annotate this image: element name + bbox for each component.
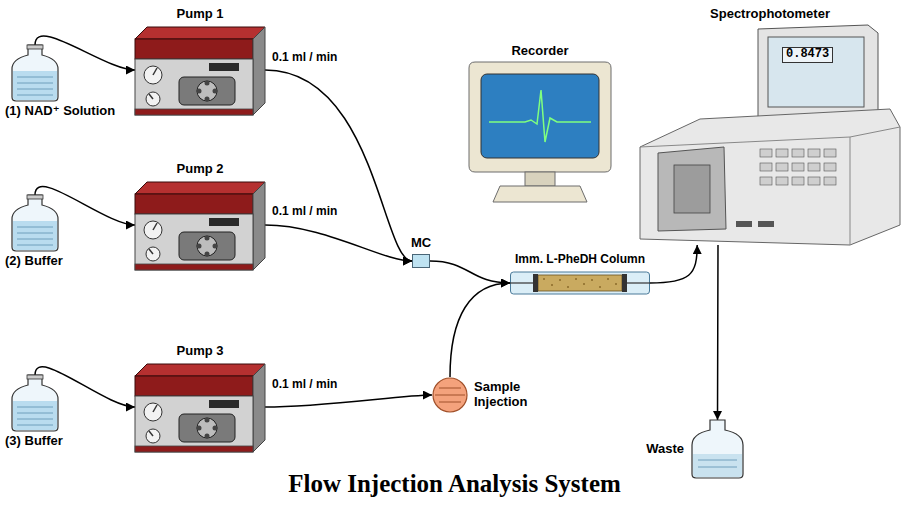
recorder-label: Recorder <box>511 44 568 59</box>
flow-rate-label: 0.1 ml / min <box>270 50 339 64</box>
bottle-drawing <box>10 45 60 101</box>
spectrophotometer: Spectrophotometer0.8473 <box>640 25 900 245</box>
mixer-label: MC <box>411 236 431 251</box>
pump-drawing <box>135 25 265 115</box>
peristaltic-pump: Pump 3 <box>135 362 265 452</box>
mc-drawing <box>412 254 430 268</box>
column-drawing <box>510 270 650 296</box>
injection-valve: Sample Injection <box>432 377 468 413</box>
pump-label: Pump 2 <box>177 162 224 177</box>
flow-tube <box>265 395 432 407</box>
waste-label: Waste <box>646 442 684 457</box>
peristaltic-pump: Pump 2 <box>135 180 265 270</box>
buffer-bottle: (2) Buffer <box>10 195 60 251</box>
peristaltic-pump: Pump 1 <box>135 25 265 115</box>
flow-tube <box>430 261 510 283</box>
bottle-label: (3) Buffer <box>5 434 63 449</box>
flow-tube <box>450 283 510 377</box>
flow-rate-label: 0.1 ml / min <box>270 204 339 218</box>
injector-label: Sample Injection <box>474 380 544 410</box>
flow-tube <box>717 245 719 420</box>
flow-tube <box>650 245 697 283</box>
flow-rate-label: 0.1 ml / min <box>270 377 339 391</box>
column-label: Imm. L-PheDH Column <box>515 253 645 267</box>
pump-drawing <box>135 180 265 270</box>
diagram-title: Flow Injection Analysis System <box>0 470 909 498</box>
recorder-drawing <box>465 62 615 207</box>
pump-label: Pump 1 <box>177 7 224 22</box>
recorder-monitor: Recorder <box>465 62 615 207</box>
buffer-bottle: (3) Buffer <box>10 375 60 431</box>
display-reading: 0.8473 <box>782 47 833 63</box>
waste-bottle: Waste <box>690 420 745 478</box>
mixing-chamber: MC <box>412 254 430 268</box>
waste-drawing <box>690 420 745 478</box>
flow-tube <box>265 225 412 261</box>
spectro-drawing <box>640 25 900 245</box>
pump-drawing <box>135 362 265 452</box>
bottle-label: (1) NAD⁺ Solution <box>5 104 115 119</box>
injector-drawing <box>432 377 468 413</box>
flow-tube <box>265 70 412 261</box>
bottle-drawing <box>10 375 60 431</box>
bottle-drawing <box>10 195 60 251</box>
pump-label: Pump 3 <box>177 344 224 359</box>
instrument-label: Spectrophotometer <box>710 7 830 22</box>
reagent-bottle: (1) NAD⁺ Solution <box>10 45 60 101</box>
enzyme-column: Imm. L-PheDH Column <box>510 270 650 296</box>
bottle-label: (2) Buffer <box>5 254 63 269</box>
